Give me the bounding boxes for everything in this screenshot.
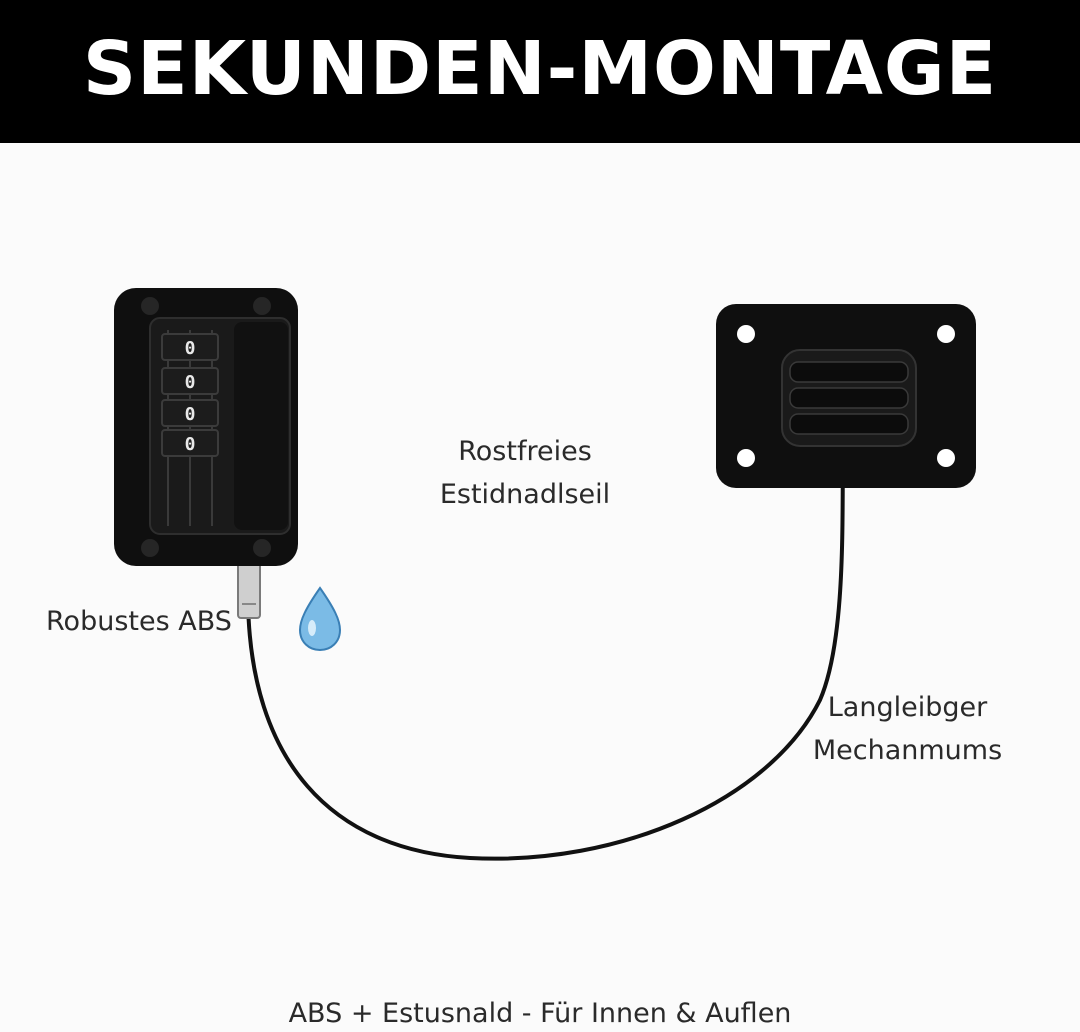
steel-cable-label-line-2: Estidnadlseil bbox=[439, 479, 611, 511]
steel-cable-label: Rostfreies Estidnadlseil bbox=[420, 430, 630, 516]
abs-label: Robustes ABS bbox=[46, 606, 232, 637]
footer-caption: ABS + Estusnald - Für Innen & Auflen bbox=[288, 998, 792, 1029]
mechanism-label-line-1: Langleibger bbox=[827, 692, 988, 723]
mechanism-label: Langleibger Mechanmums bbox=[800, 686, 1015, 772]
mechanism-label-line-2: Mechanmums bbox=[812, 735, 1003, 767]
steel-cable-label-line-1: Rostfreies bbox=[458, 436, 592, 467]
header-banner: SEKUNDEN-MONTAGE bbox=[0, 0, 1080, 143]
page-title: SEKUNDEN-MONTAGE bbox=[82, 25, 998, 112]
product-stage bbox=[0, 143, 1080, 1032]
